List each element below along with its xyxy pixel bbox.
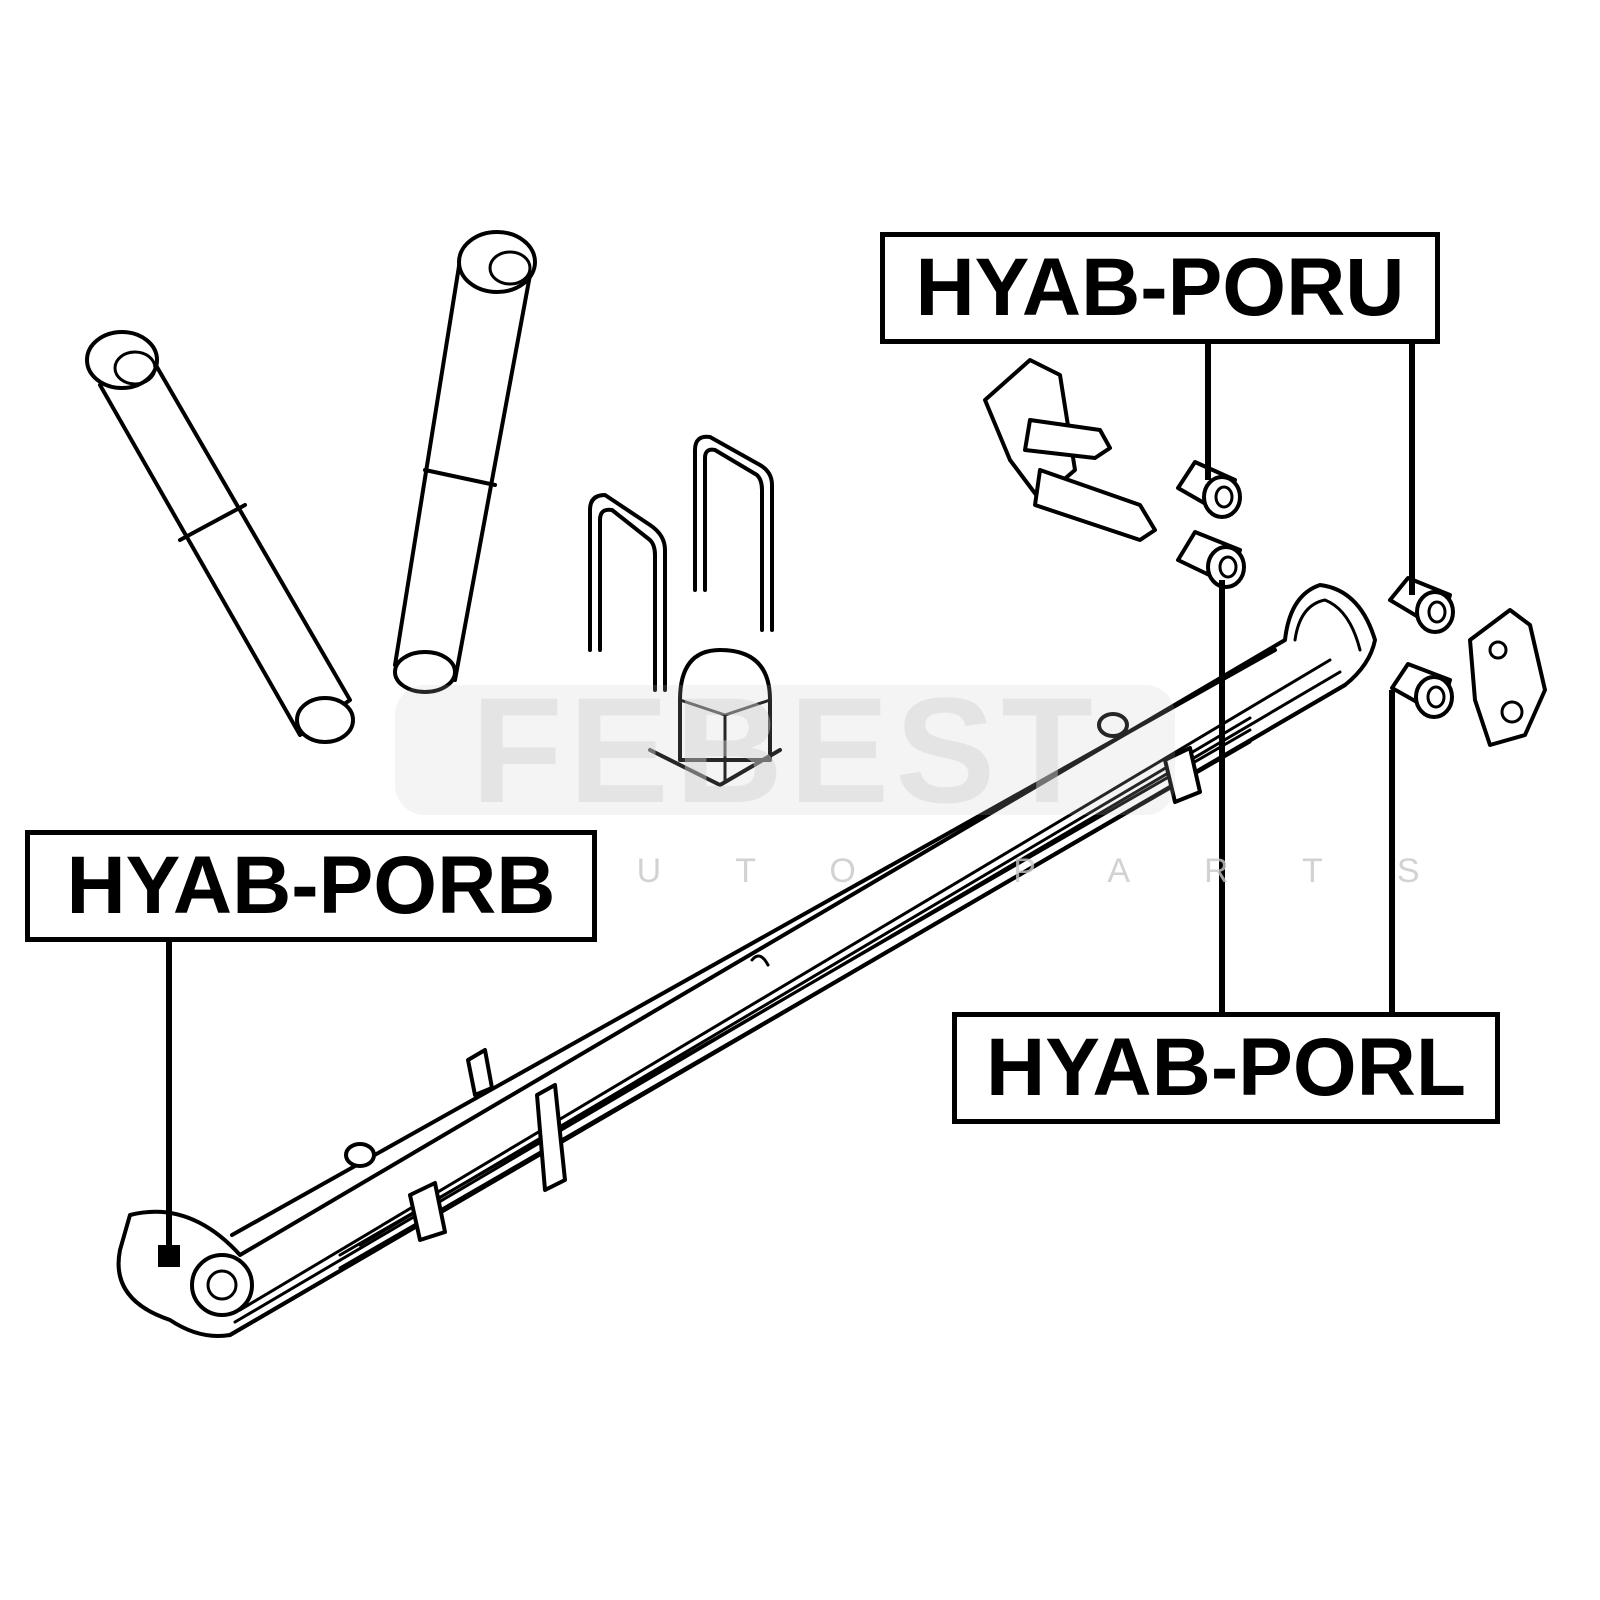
bump-stop	[648, 648, 782, 787]
part-label-spring-bushing[interactable]: HYAB-PORB	[25, 830, 597, 942]
watermark-brand: FEBEST	[395, 666, 1175, 834]
u-bolts	[588, 434, 774, 692]
part-label-upper-bushing[interactable]: HYAB-PORU	[880, 232, 1440, 344]
shock-absorber-left	[85, 330, 355, 744]
shackle-plate	[1468, 608, 1547, 747]
bushing-rear-pair	[1388, 576, 1455, 719]
shackle-pin	[983, 358, 1157, 542]
leader-lines	[158, 344, 1415, 1267]
watermark-tagline: AUTO PARTS	[540, 852, 1494, 890]
shock-absorber-right	[393, 230, 537, 694]
bushing-upper-pair	[1176, 460, 1246, 589]
leaf-spring	[116, 583, 1377, 1338]
part-label-lower-bushing[interactable]: HYAB-PORL	[952, 1012, 1500, 1124]
